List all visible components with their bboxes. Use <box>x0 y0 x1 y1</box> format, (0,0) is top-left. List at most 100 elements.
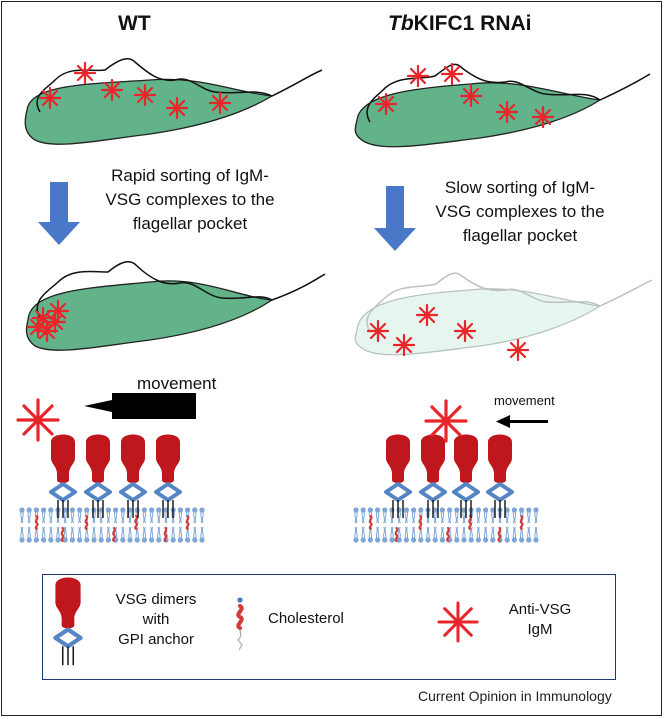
caption-rnai-line-2: VSG complexes to the <box>435 202 605 221</box>
lipid-outer <box>40 506 47 524</box>
lipid-inner <box>489 526 496 544</box>
lipid-outer <box>177 506 184 524</box>
lipid-outer <box>532 506 540 524</box>
lipid-outer <box>482 506 489 524</box>
lipid-inner <box>141 526 148 544</box>
caption-rnai: Slow sorting of IgM- VSG complexes to th… <box>420 176 620 248</box>
lipid-outer <box>155 506 162 524</box>
legend-igm-label: Anti-VSG IgM <box>500 600 580 640</box>
legend-vsg-icon <box>55 578 80 666</box>
lipid-outer <box>381 506 388 524</box>
lipid-inner <box>410 526 417 544</box>
lipid-inner <box>532 526 540 544</box>
lipid-outer <box>90 506 98 524</box>
credit: Current Opinion in Immunology <box>418 688 612 704</box>
rnai-bound-igm <box>424 399 468 443</box>
lipid-outer <box>475 506 482 524</box>
lipid-outer <box>141 506 148 524</box>
lipid-outer <box>76 506 83 524</box>
lipid-outer <box>511 506 518 524</box>
rnai-cell-top <box>354 62 651 148</box>
lipid-inner <box>525 526 532 544</box>
lipid-inner <box>482 526 489 544</box>
legend-vsg-line-3: GPI anchor <box>118 631 194 648</box>
lipid-outer <box>453 506 460 524</box>
wt-membrane <box>18 506 206 544</box>
lipid-outer <box>47 506 54 524</box>
legend-igm-icon <box>437 601 479 643</box>
lipid-inner <box>439 526 446 544</box>
caption-wt: Rapid sorting of IgM- VSG complexes to t… <box>90 164 290 236</box>
lipid-inner <box>475 526 482 544</box>
lipid-outer <box>119 506 126 524</box>
lipid-outer <box>525 506 532 524</box>
lipid-outer <box>112 506 119 524</box>
lipid-outer <box>26 506 33 524</box>
lipid-inner <box>460 526 468 544</box>
lipid-inner <box>54 526 62 544</box>
caption-wt-line-2: VSG complexes to the <box>105 190 275 209</box>
lipid-outer <box>446 506 453 524</box>
legend-vsg-line-1: VSG dimers <box>115 591 197 608</box>
wt-flagellum-middle <box>36 261 326 319</box>
lipid-inner <box>424 526 432 544</box>
caption-wt-line-1: Rapid sorting of IgM- <box>111 166 269 185</box>
lipid-inner <box>170 526 177 544</box>
lipid-outer <box>360 506 367 524</box>
lipid-inner <box>47 526 54 544</box>
title-rnai: TbKIFC1 RNAi <box>388 12 532 36</box>
lipid-inner <box>198 526 206 544</box>
lipid-outer <box>198 506 206 524</box>
lipid-inner <box>126 526 134 544</box>
lipid-outer <box>403 506 410 524</box>
lipid-inner <box>504 526 511 544</box>
lipid-inner <box>432 526 439 544</box>
rnai-flagellum-middle <box>366 272 653 333</box>
lipid-inner <box>76 526 83 544</box>
legend-igm-line-2: IgM <box>527 621 553 638</box>
lipid-outer <box>352 506 360 524</box>
caption-wt-line-3: flagellar pocket <box>132 214 248 233</box>
lipid-inner <box>155 526 162 544</box>
caption-rnai-line-3: flagellar pocket <box>462 226 578 245</box>
wt-cell-middle <box>25 261 326 351</box>
rnai-down-arrow <box>374 186 416 251</box>
rnai-membrane <box>352 506 540 544</box>
wt-flagellum-top <box>36 58 323 113</box>
lipid-outer <box>191 506 198 524</box>
lipid-inner <box>105 526 112 544</box>
lipid-outer <box>439 506 446 524</box>
lipid-inner <box>40 526 47 544</box>
lipid-inner <box>360 526 367 544</box>
lipid-outer <box>69 506 76 524</box>
lipid-inner <box>26 526 33 544</box>
lipid-inner <box>90 526 98 544</box>
legend-cholesterol-label: Cholesterol <box>268 610 344 627</box>
legend-box <box>42 574 616 680</box>
lipid-inner <box>69 526 76 544</box>
lipid-inner <box>511 526 518 544</box>
wt-movement-arrow <box>84 393 196 419</box>
rnai-vsg-row <box>384 399 514 520</box>
rnai-flagellum-top <box>366 63 651 123</box>
movement-label-rnai: movement <box>494 393 555 408</box>
lipid-inner <box>148 526 155 544</box>
lipid-inner <box>388 526 396 544</box>
lipid-outer <box>374 506 381 524</box>
lipid-inner <box>18 526 26 544</box>
lipid-inner <box>119 526 126 544</box>
lipid-outer <box>388 506 396 524</box>
lipid-inner <box>374 526 381 544</box>
legend-cholesterol-icon <box>236 597 244 651</box>
rnai-movement-arrow <box>496 415 548 428</box>
lipid-inner <box>191 526 198 544</box>
lipid-inner <box>352 526 360 544</box>
title-rnai-rest: KIFC1 RNAi <box>413 12 532 35</box>
wt-detached-igm <box>16 398 60 442</box>
movement-label-wt: movement <box>137 374 217 393</box>
legend-vsg-line-2: with <box>142 611 170 628</box>
caption-rnai-line-1: Slow sorting of IgM- <box>444 178 596 197</box>
legend-igm-line-1: Anti-VSG <box>508 601 572 618</box>
